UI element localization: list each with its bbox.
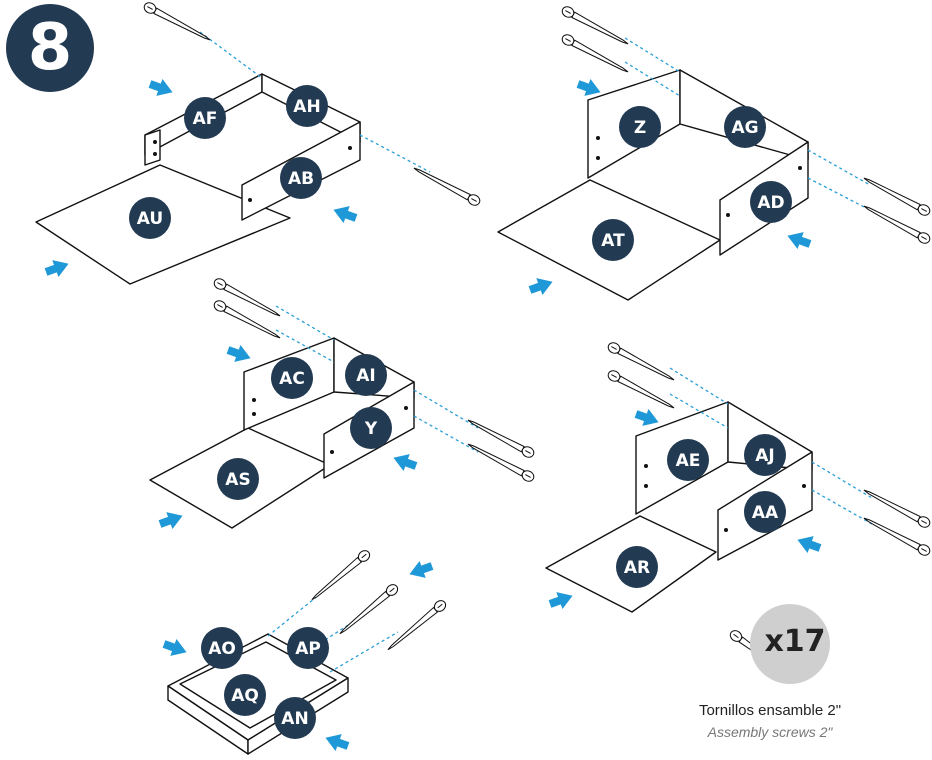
arrow-icon — [633, 406, 662, 431]
part-label-aj: AJ — [744, 434, 786, 476]
svg-text:AF: AF — [193, 109, 218, 129]
svg-text:AC: AC — [279, 369, 305, 389]
svg-text:AP: AP — [295, 639, 321, 659]
svg-text:AD: AD — [757, 193, 784, 213]
part-label-ar: AR — [616, 546, 658, 588]
svg-text:AQ: AQ — [231, 686, 259, 706]
svg-text:AR: AR — [624, 558, 650, 578]
svg-text:AN: AN — [281, 709, 308, 729]
svg-text:AO: AO — [208, 639, 236, 659]
screw-icon — [466, 440, 536, 484]
part-label-ac: AC — [271, 357, 313, 399]
svg-text:AI: AI — [356, 366, 375, 386]
svg-text:AJ: AJ — [755, 446, 774, 466]
part-label-ap: AP — [287, 627, 329, 669]
screw-icon — [212, 299, 282, 343]
part-label-z: Z — [619, 106, 661, 148]
svg-text:AT: AT — [601, 231, 625, 251]
screw-icon — [412, 164, 482, 208]
screw-icon — [309, 548, 372, 603]
drawer-assembly-4 — [546, 341, 932, 613]
side-panel-af-edge — [145, 130, 160, 165]
screw-icon — [466, 416, 536, 460]
caption-spanish: Tornillos ensamble 2" — [640, 702, 900, 719]
svg-text:AU: AU — [137, 209, 163, 229]
screw-icon — [337, 582, 400, 637]
drawer-assembly-2 — [498, 5, 932, 300]
svg-text:AB: AB — [288, 169, 314, 189]
part-label-ah: AH — [286, 85, 328, 127]
screw-count: x17 — [760, 624, 830, 659]
part-label-at: AT — [592, 219, 634, 261]
arrow-icon — [147, 76, 176, 101]
arrow-icon — [794, 531, 823, 556]
part-label-ab: AB — [280, 157, 322, 199]
part-label-an: AN — [274, 697, 316, 739]
drawer-assembly-1 — [36, 1, 482, 284]
part-label-ae: AE — [667, 439, 709, 481]
screw-icon — [385, 598, 448, 653]
svg-text:Y: Y — [364, 419, 378, 439]
part-label-ao: AO — [201, 627, 243, 669]
arrow-icon — [784, 227, 813, 252]
arrow-icon — [406, 558, 435, 583]
arrow-icon — [322, 729, 351, 754]
arrow-icon — [225, 342, 254, 367]
screw-icon — [212, 277, 282, 321]
svg-text:AA: AA — [752, 503, 779, 523]
part-label-aa: AA — [744, 491, 786, 533]
screw-icon — [142, 1, 212, 45]
part-label-y: Y — [350, 407, 392, 449]
svg-text:AH: AH — [293, 97, 320, 117]
arrow-icon — [157, 507, 186, 532]
arrow-icon — [547, 587, 576, 612]
svg-text:AG: AG — [731, 118, 758, 138]
part-label-ad: AD — [750, 181, 792, 223]
arrow-icon — [43, 255, 72, 280]
drawer-assembly-3 — [150, 277, 536, 533]
arrow-icon — [161, 636, 190, 661]
svg-text:Z: Z — [634, 118, 646, 138]
part-label-ai: AI — [345, 354, 387, 396]
caption-english: Assembly screws 2" — [640, 724, 900, 740]
part-label-as: AS — [217, 458, 259, 500]
part-label-aq: AQ — [224, 674, 266, 716]
arrow-icon — [330, 201, 359, 226]
arrow-icon — [527, 273, 556, 298]
arrow-icon — [390, 449, 419, 474]
part-label-ag: AG — [724, 106, 766, 148]
svg-text:AS: AS — [225, 470, 250, 490]
svg-text:AE: AE — [676, 451, 701, 471]
part-label-au: AU — [129, 197, 171, 239]
part-label-af: AF — [184, 97, 226, 139]
